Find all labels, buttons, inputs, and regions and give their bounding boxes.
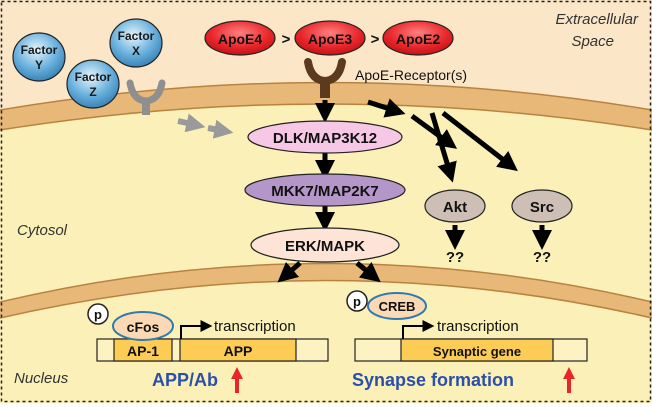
akt-label: Akt: [443, 199, 467, 216]
cytosol-label: Cytosol: [17, 222, 68, 239]
erk-kinase: ERK/MAPK: [250, 227, 400, 263]
grey-arrows: [177, 113, 234, 139]
app-ab-outcome-beta: b: [207, 370, 218, 390]
erk-label: ERK/MAPK: [285, 238, 365, 255]
p-left-label: p: [94, 307, 102, 322]
gt-sign-2: >: [371, 31, 380, 48]
transcription-label-right: transcription: [437, 318, 519, 335]
factor-z: Factor Z: [66, 59, 120, 109]
synapse-formation-outcome: Synapse formation: [352, 370, 514, 390]
akt-unknown-target: ??: [446, 249, 464, 266]
app-gene-track: AP-1 APP: [96, 338, 329, 362]
factor-y-label-2: Y: [35, 58, 43, 72]
app-ab-outcome-main: APP/A: [152, 370, 207, 390]
factor-y: Factor Y: [12, 32, 66, 82]
dlk-label: DLK/MAP3K12: [273, 130, 377, 147]
synaptic-gene-track: Synaptic gene: [354, 338, 588, 362]
apoe-receptor-label: ApoE-Receptor(s): [355, 67, 467, 83]
ap1-label: AP-1: [127, 343, 159, 359]
arrow-erk-left: [277, 261, 302, 283]
apoe2-label: ApoE2: [396, 31, 441, 47]
apoe3: ApoE3: [294, 20, 366, 56]
src-label: Src: [530, 199, 554, 216]
src-kinase: Src: [511, 189, 573, 223]
apoe3-label: ApoE3: [308, 31, 353, 47]
factor-x-label-1: Factor: [118, 29, 155, 43]
factor-z-label-1: Factor: [75, 70, 112, 84]
arrow-receptor-right: [367, 98, 406, 118]
factor-z-label-2: Z: [89, 85, 96, 99]
transcription-arrow-left: [180, 320, 213, 339]
synaptic-gene-label: Synaptic gene: [433, 344, 521, 359]
p-right-label: p: [353, 294, 361, 309]
cfos-label: cFos: [127, 319, 160, 335]
transcription-label-left: transcription: [214, 318, 296, 335]
app-gene: [179, 338, 297, 362]
p-phospho-left: p: [87, 303, 109, 325]
cfos-protein: cFos: [112, 311, 174, 341]
extracellular-label-line2: Space: [571, 33, 614, 50]
gt-sign-1: >: [282, 31, 291, 48]
mkk7-kinase: MKK7/MAP2K7: [244, 173, 406, 207]
p-phospho-right: p: [346, 290, 368, 312]
arrow-to-src: [441, 111, 518, 172]
dlk-kinase: DLK/MAP3K12: [247, 120, 403, 154]
apoe2: ApoE2: [382, 20, 454, 56]
apoe-receptor-icon: [304, 58, 346, 98]
akt-kinase: Akt: [424, 189, 486, 223]
src-unknown-target: ??: [533, 249, 551, 266]
factor-x-label-2: X: [132, 44, 140, 58]
apoe4-label: ApoE4: [218, 31, 263, 47]
synaptic-gene: [400, 338, 554, 362]
extracellular-label-line1: Extracellular: [555, 11, 639, 28]
arrow-to-akt-lower: [410, 113, 458, 149]
factor-x: Factor X: [109, 18, 163, 68]
app-ab-outcome: APP/Ab: [152, 370, 218, 390]
pathway-arrows: [277, 98, 552, 283]
nucleus-label: Nucleus: [14, 370, 69, 387]
factor-y-label-1: Factor: [21, 43, 58, 57]
app-gene-label: APP: [224, 343, 253, 359]
arrow-to-akt: [429, 112, 457, 183]
apoe4: ApoE4: [204, 20, 276, 56]
arrow-erk-right: [355, 261, 381, 283]
transcription-arrow-right: [402, 320, 435, 339]
creb-label: CREB: [379, 299, 416, 314]
mkk7-label: MKK7/MAP2K7: [271, 183, 379, 200]
creb-protein: CREB: [367, 292, 427, 320]
grey-receptor-icon: [126, 79, 166, 115]
